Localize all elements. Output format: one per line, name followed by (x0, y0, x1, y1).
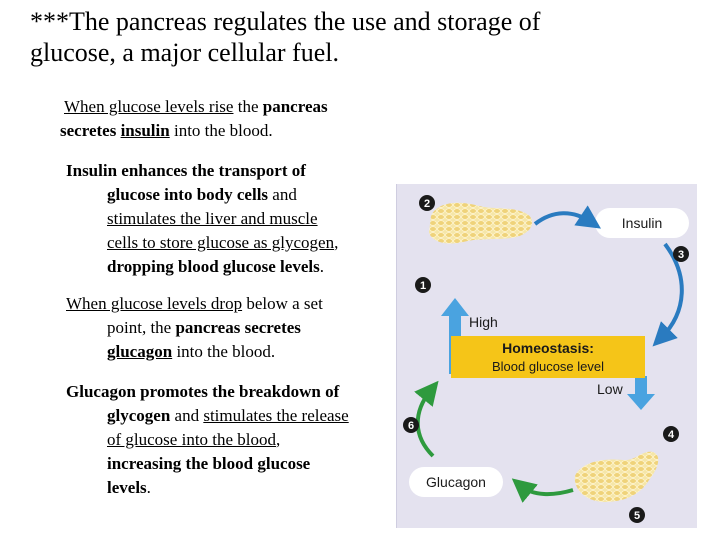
low-label: Low (597, 381, 624, 397)
paragraph-insulin-effect: Insulin enhances the transport of glucos… (66, 161, 339, 276)
step-5-number: 5 (634, 510, 640, 522)
step-1-circle (415, 277, 431, 293)
step-3-circle (673, 246, 689, 262)
step-4-number: 4 (668, 429, 675, 441)
high-arrow-head (441, 298, 469, 316)
step-6-number: 6 (408, 420, 414, 432)
paragraph-glucagon-effect: Glucagon promotes the breakdown of glyco… (66, 382, 349, 497)
insulin-label: Insulin (622, 215, 662, 231)
insulin-label-box (595, 208, 689, 238)
step-6-circle (403, 417, 419, 433)
low-arrow-head (627, 394, 655, 410)
glucagon-label-box (409, 467, 503, 497)
homeostasis-box (451, 336, 645, 378)
low-arrow-shaft (635, 376, 647, 396)
insulin-term: insulin (120, 121, 170, 140)
homeostasis-label: Homeostasis: (502, 340, 594, 356)
insulin-arrow-right (652, 242, 684, 347)
slide-title: ***The pancreas regulates the use and st… (30, 7, 541, 67)
step-2-number: 2 (424, 198, 430, 210)
blood-glucose-level-label: Blood glucose level (492, 359, 604, 374)
step-4-circle (663, 426, 679, 442)
glucagon-arrow-left (414, 380, 439, 458)
homeostasis-diagram: 2 1 3 4 5 6 Insulin Glucagon High Low Ho… (396, 184, 697, 528)
step-circles (403, 195, 689, 523)
step-3-number: 3 (678, 249, 684, 261)
glucagon-arrow-bottom (511, 478, 574, 503)
glucagon-label: Glucagon (426, 474, 486, 490)
pancreas-top-image (429, 202, 533, 244)
rise-text: When glucose levels rise (64, 97, 234, 116)
step-1-number: 1 (420, 280, 426, 292)
high-label: High (469, 314, 498, 330)
step-2-circle (419, 195, 435, 211)
step-5-circle (629, 507, 645, 523)
insulin-arrow-top (533, 205, 601, 229)
pancreas-bottom-image (574, 451, 659, 502)
paragraph-glucagon-release: When glucose levels drop below a set poi… (66, 294, 323, 361)
paragraph-insulin-release: When glucose levels rise the pancreas se… (60, 97, 328, 140)
diagram-svg: 2 1 3 4 5 6 Insulin Glucagon High Low Ho… (403, 195, 689, 523)
